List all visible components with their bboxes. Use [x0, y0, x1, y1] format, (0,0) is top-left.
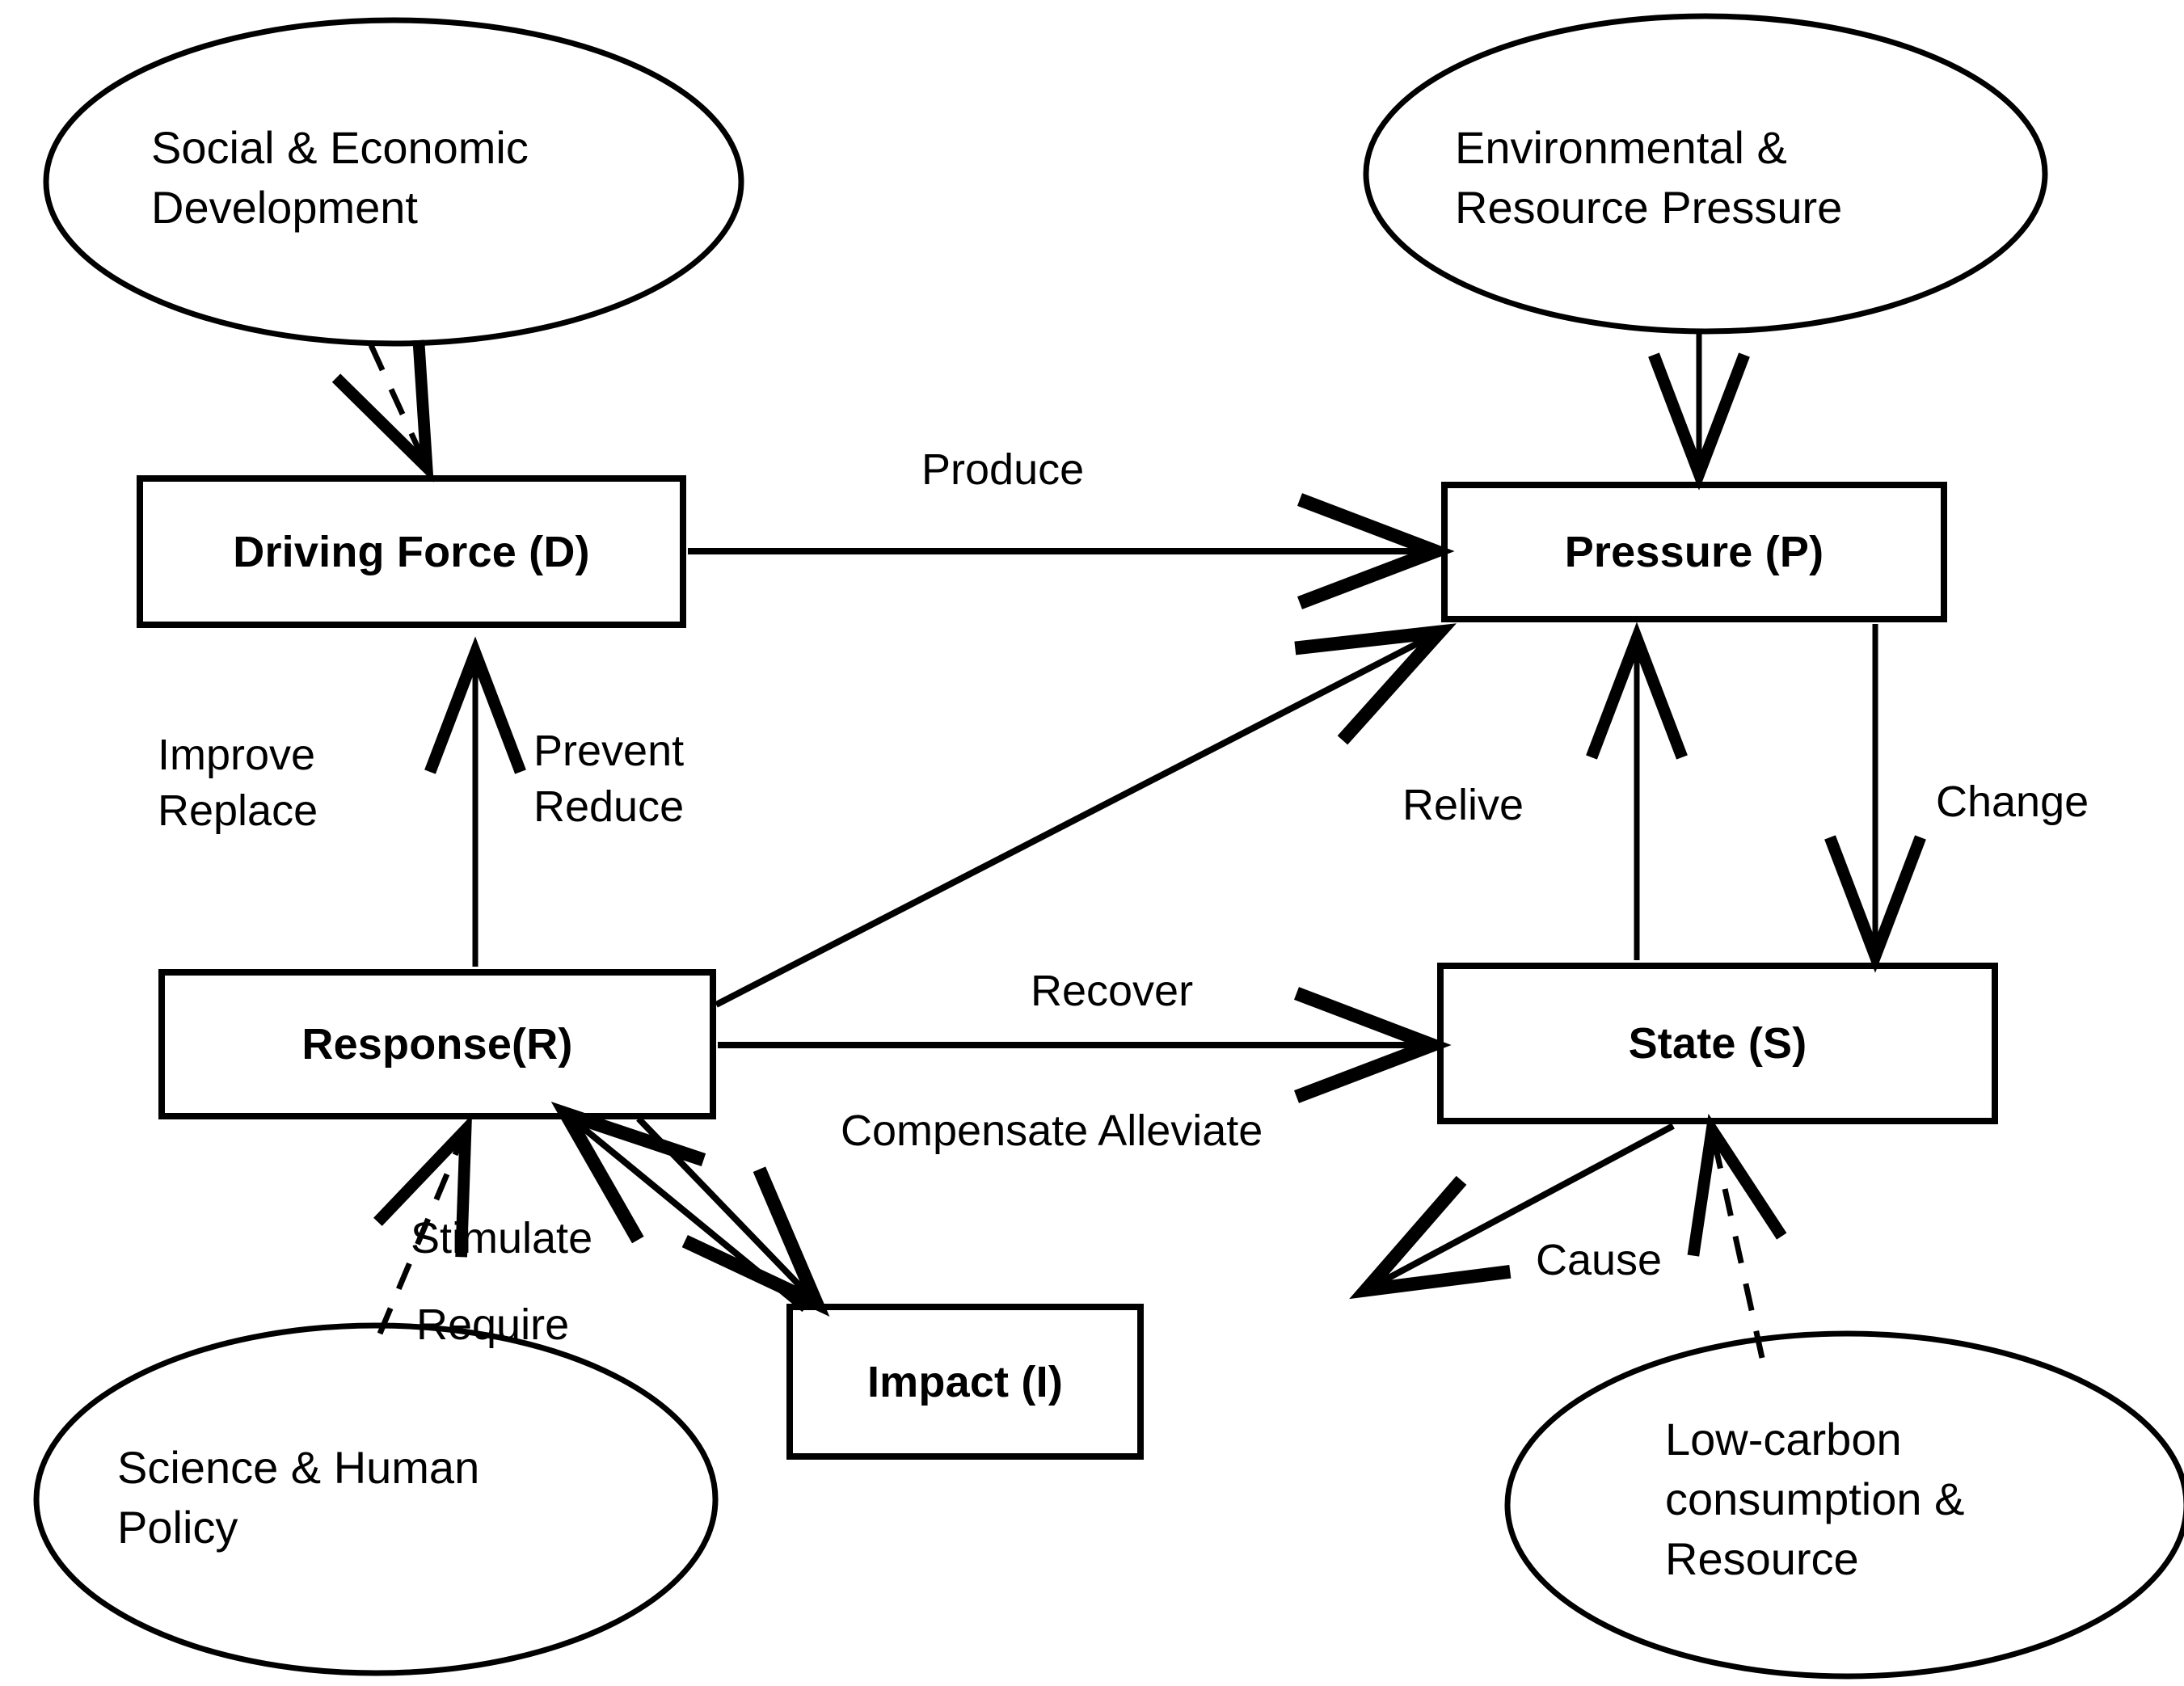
- edge-response-to-pressure: [715, 623, 1457, 1008]
- edge-label-compensate-alleviate: Compensate Alleviate: [841, 1106, 1263, 1155]
- ellipse-low-carbon-consumption-resource: [1504, 1330, 2184, 1680]
- edge-label-relive: Relive: [1402, 781, 1524, 829]
- edge-label-recover: Recover: [1031, 967, 1194, 1015]
- edge-sed-to-driving-force: [331, 339, 434, 483]
- edge-label-require: Require: [416, 1300, 570, 1349]
- edge-low-carbon-to-state: [1687, 1113, 1787, 1359]
- edge-response-to-impact: [636, 1116, 830, 1317]
- ellipse-science-human-policy: [33, 1322, 719, 1676]
- edge-label-cause: Cause: [1536, 1236, 1663, 1284]
- box-response: [158, 969, 716, 1119]
- box-pressure: [1441, 482, 1947, 622]
- box-impact: [786, 1304, 1144, 1460]
- edge-science-policy-to-response: [373, 1114, 473, 1335]
- edge-label-stimulate: Stimulate: [411, 1214, 593, 1262]
- edge-impact-to-response: [550, 1102, 807, 1313]
- box-driving-force: [137, 475, 686, 628]
- box-state: [1437, 963, 1998, 1124]
- edge-label-produce: Produce: [921, 445, 1085, 494]
- edge-label-improve-replace: Improve Replace: [158, 731, 318, 836]
- edge-label-change: Change: [1936, 778, 2089, 826]
- edge-label-prevent-reduce: Prevent Reduce: [533, 727, 685, 832]
- edge-state-to-impact: [1349, 1123, 1675, 1300]
- ellipse-environmental-resource-pressure: [1363, 13, 2048, 335]
- ellipse-social-economic-development: [43, 17, 744, 347]
